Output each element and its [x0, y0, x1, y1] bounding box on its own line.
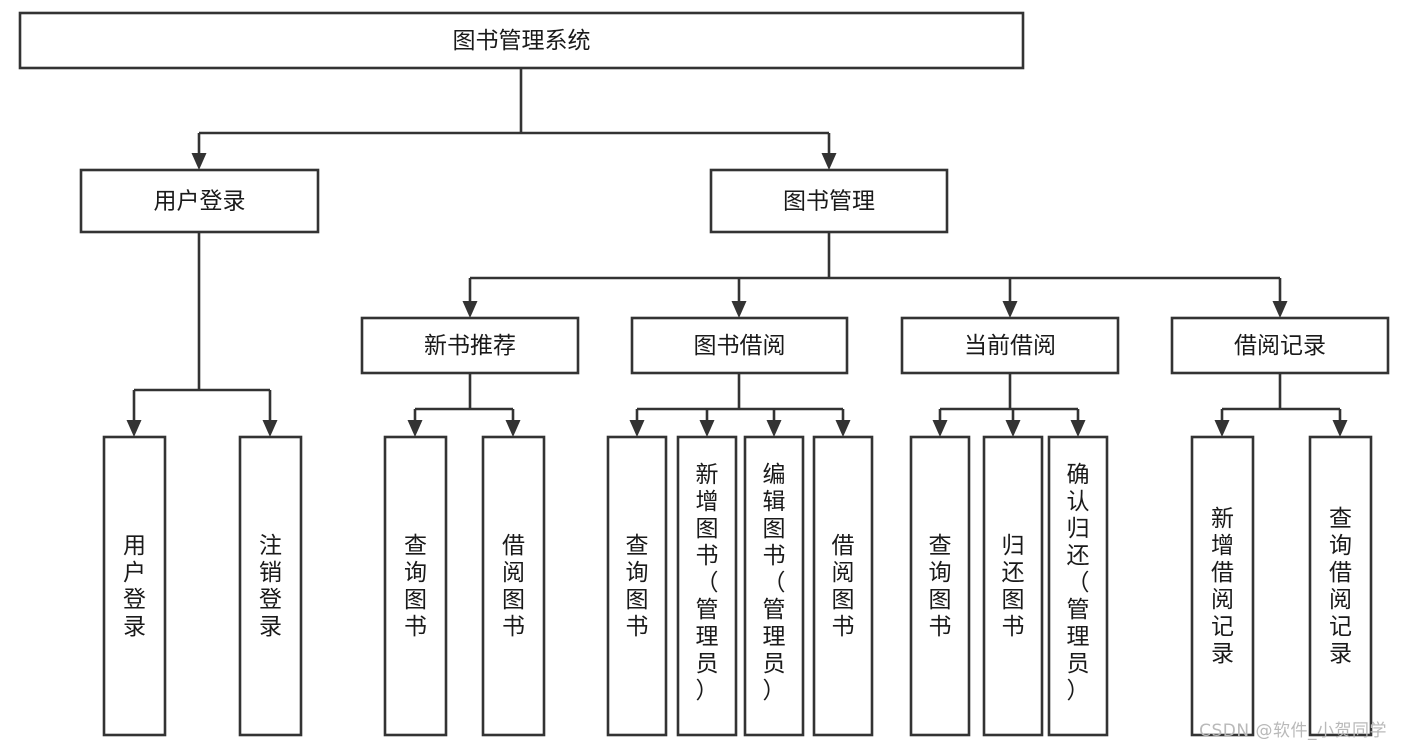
arrow-head-icon — [699, 420, 715, 437]
arrow-head-icon — [932, 420, 948, 437]
leaf-node-8[interactable]: 查询图书 — [909, 435, 971, 737]
connector-group-0 — [407, 373, 521, 437]
node-label: 用户登录 — [154, 189, 246, 215]
node-box-shape — [900, 316, 1120, 375]
leaf-node-12[interactable]: 查询借阅记录 — [1308, 435, 1373, 737]
root-node[interactable]: 图书管理系统 — [18, 11, 1025, 70]
leaf-node-5[interactable]: 新增图书（管理员） — [676, 435, 738, 737]
leaf-node-label: 借阅图书 — [832, 533, 855, 640]
node-label: 图书管理系统 — [453, 28, 591, 54]
leaf-node-label: 查询图书 — [404, 533, 427, 640]
arrow-head-icon — [766, 420, 782, 437]
connector-login-to-leaves — [126, 232, 278, 437]
arrow-head-icon — [505, 420, 521, 437]
connector-group-3 — [1214, 373, 1348, 437]
leaf-node-9[interactable]: 归还图书 — [982, 435, 1044, 737]
node-label: 新书推荐 — [424, 333, 516, 359]
node-box-shape — [1170, 316, 1390, 375]
node-layer: 图书管理系统用户登录图书管理新书推荐图书借阅当前借阅借阅记录用户登录注销登录查询… — [18, 11, 1390, 737]
leaf-node-7[interactable]: 借阅图书 — [812, 435, 874, 737]
watermark-label: CSDN @软件_小贺同学 — [1199, 721, 1387, 741]
arrow-head-icon — [191, 153, 207, 170]
node-box-shape — [812, 435, 874, 737]
arrow-head-icon — [462, 301, 478, 318]
leaf-node-4[interactable]: 查询图书 — [606, 435, 668, 737]
connector-group-1 — [629, 373, 851, 437]
node-box-shape — [481, 435, 546, 737]
arrow-head-icon — [1070, 420, 1086, 437]
node-label: 当前借阅 — [964, 333, 1056, 359]
level2-node-1[interactable]: 图书管理 — [709, 168, 949, 234]
arrow-head-icon — [835, 420, 851, 437]
arrow-head-icon — [126, 420, 142, 437]
leaf-node-label: 新增图书（管理员） — [696, 462, 719, 704]
node-box-shape — [709, 168, 949, 234]
level3-node-3[interactable]: 借阅记录 — [1170, 316, 1390, 375]
leaf-node-11[interactable]: 新增借阅记录 — [1190, 435, 1255, 737]
node-label: 借阅记录 — [1234, 333, 1326, 359]
node-box-shape — [1190, 435, 1255, 737]
node-box-shape — [630, 316, 849, 375]
node-box-shape — [743, 435, 805, 737]
node-box-shape — [360, 316, 580, 375]
leaf-node-label: 查询图书 — [626, 533, 649, 640]
leaf-node-label: 归还图书 — [1002, 533, 1025, 640]
leaf-node-label: 借阅图书 — [502, 533, 525, 640]
arrow-head-icon — [1332, 420, 1348, 437]
arrow-head-icon — [1005, 420, 1021, 437]
connector-root-to-level2 — [191, 68, 837, 170]
arrow-head-icon — [821, 153, 837, 170]
arrow-head-icon — [1002, 301, 1018, 318]
level3-node-0[interactable]: 新书推荐 — [360, 316, 580, 375]
level3-node-2[interactable]: 当前借阅 — [900, 316, 1120, 375]
arrow-head-icon — [407, 420, 423, 437]
node-box-shape — [79, 168, 320, 234]
arrow-head-icon — [1272, 301, 1288, 318]
connector-group-2 — [932, 373, 1086, 437]
node-box-shape — [606, 435, 668, 737]
leaf-node-2[interactable]: 查询图书 — [383, 435, 448, 737]
leaf-node-0[interactable]: 用户登录 — [102, 435, 167, 737]
node-label: 图书借阅 — [694, 333, 786, 359]
level3-node-1[interactable]: 图书借阅 — [630, 316, 849, 375]
node-box-shape — [909, 435, 971, 737]
leaf-node-3[interactable]: 借阅图书 — [481, 435, 546, 737]
node-box-shape — [1308, 435, 1373, 737]
leaf-node-label: 查询借阅记录 — [1329, 506, 1352, 667]
node-box-shape — [238, 435, 303, 737]
leaf-node-label: 编辑图书（管理员） — [763, 462, 786, 704]
level2-node-0[interactable]: 用户登录 — [79, 168, 320, 234]
node-box-shape — [383, 435, 448, 737]
arrow-head-icon — [1214, 420, 1230, 437]
leaf-node-label: 查询图书 — [929, 533, 952, 640]
node-box-shape — [982, 435, 1044, 737]
connector-layer — [126, 68, 1348, 437]
arrow-head-icon — [262, 420, 278, 437]
node-box-shape — [1047, 435, 1109, 737]
leaf-node-label: 新增借阅记录 — [1211, 506, 1234, 667]
leaf-node-6[interactable]: 编辑图书（管理员） — [743, 435, 805, 737]
connector-bookmgmt-to-level3 — [462, 232, 1288, 318]
leaf-node-10[interactable]: 确认归还（管理员） — [1047, 435, 1109, 737]
leaf-node-label: 用户登录 — [123, 533, 146, 640]
node-box-shape — [18, 11, 1025, 70]
leaf-node-1[interactable]: 注销登录 — [238, 435, 303, 737]
leaf-node-label: 注销登录 — [259, 533, 282, 640]
node-box-shape — [676, 435, 738, 737]
node-label: 图书管理 — [783, 189, 875, 215]
arrow-head-icon — [731, 301, 747, 318]
node-box-shape — [102, 435, 167, 737]
leaf-node-label: 确认归还（管理员） — [1067, 462, 1090, 704]
arrow-head-icon — [629, 420, 645, 437]
